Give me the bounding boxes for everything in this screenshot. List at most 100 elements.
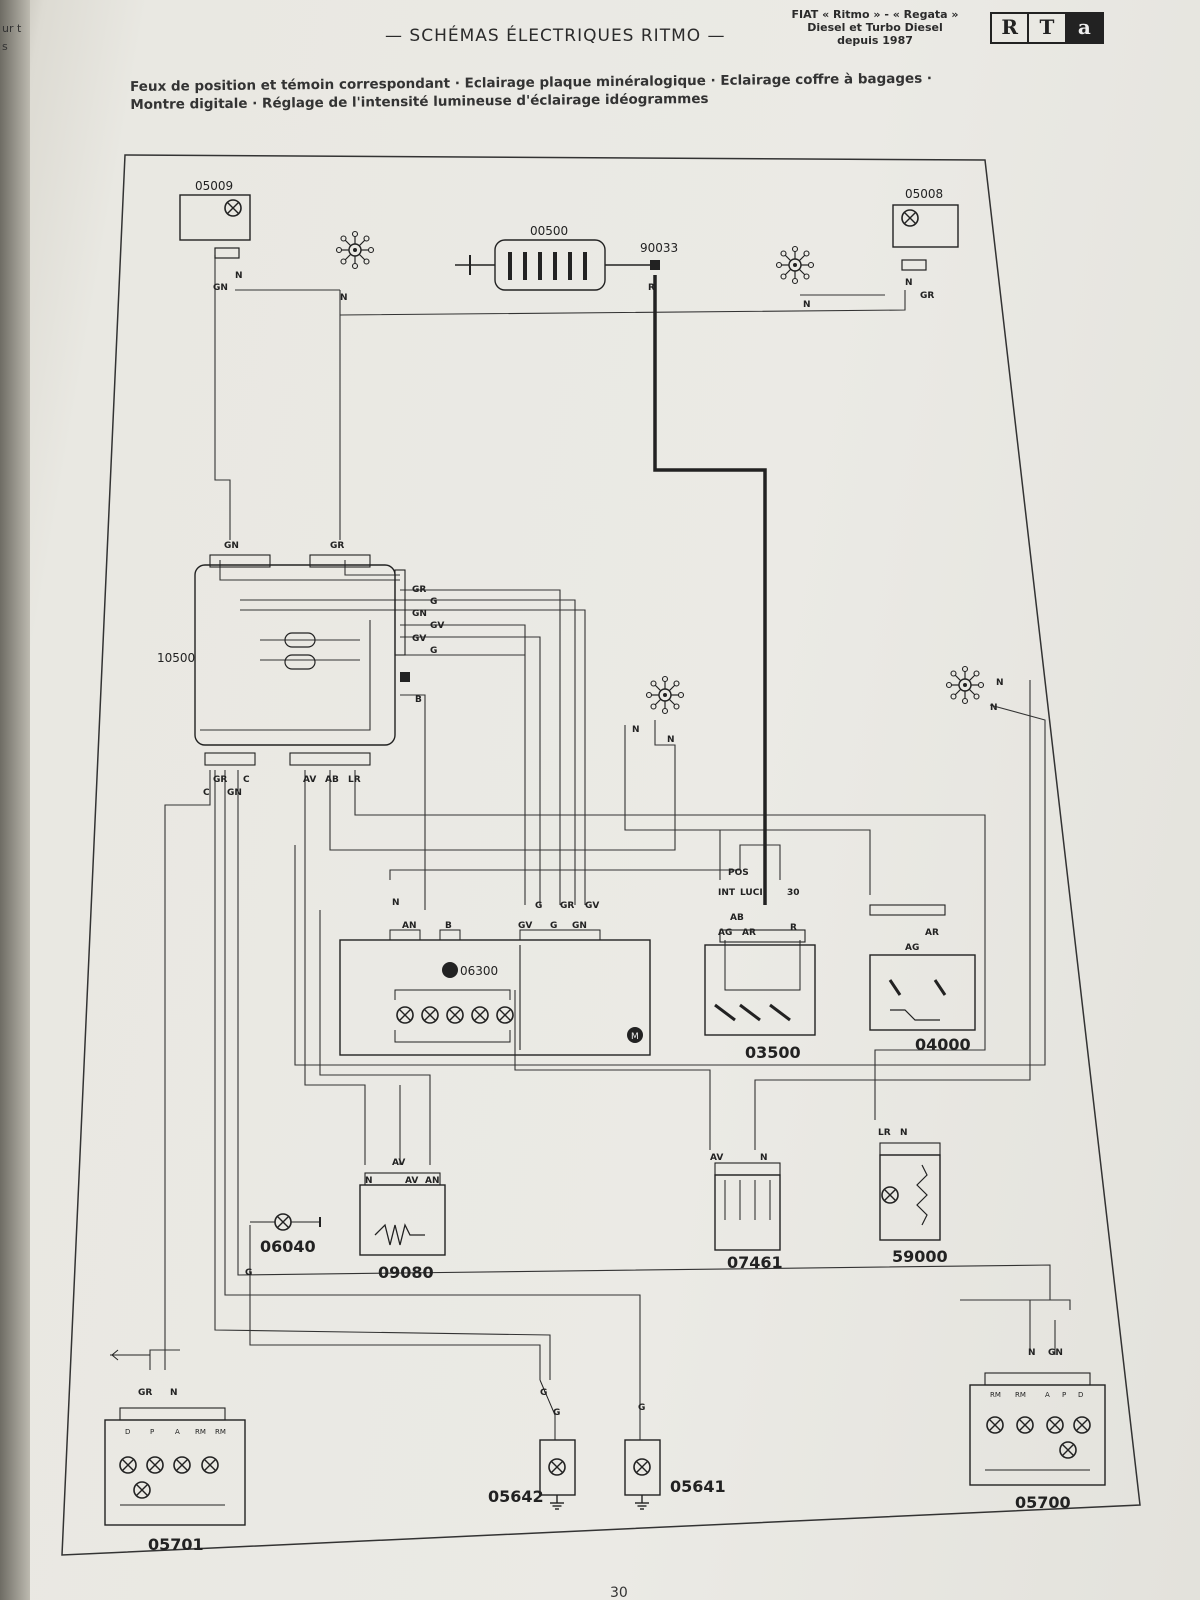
wire-label-n-05009: N xyxy=(235,271,243,281)
component-00500 xyxy=(455,239,660,291)
wire-label-av-07461: AV xyxy=(710,1153,723,1163)
label-90033: 90033 xyxy=(640,241,678,255)
logo-letter-a: a xyxy=(1066,14,1102,42)
logo-letter-t: T xyxy=(1029,14,1067,42)
wire-thick-r xyxy=(653,275,767,905)
component-09080 xyxy=(359,1172,446,1256)
wire-label-an-09080: AN xyxy=(425,1176,440,1186)
wire-label-pos: POS xyxy=(728,868,749,878)
section-title: — SCHÉMAS ÉLECTRIQUES RITMO — xyxy=(385,26,726,46)
wire-label-30: 30 xyxy=(787,888,800,898)
wire-label-g-06300: G xyxy=(535,901,542,911)
wire-label-av-bottom: AV xyxy=(303,775,316,785)
component-10500 xyxy=(194,554,410,766)
pin-label-rm-2: RM xyxy=(215,1428,226,1436)
rta-logo: R T a xyxy=(990,12,1104,44)
wire-label-gr-05701: GR xyxy=(138,1388,152,1398)
wire-label-n-star-right-2: N xyxy=(990,703,998,713)
wire-label-gn-05700: GN xyxy=(1048,1348,1063,1358)
pin-label-rm-3: RM xyxy=(990,1391,1001,1399)
diagram-border xyxy=(61,154,1141,1556)
wire-label-g-out-2: G xyxy=(430,646,437,656)
component-06040 xyxy=(250,1213,321,1231)
pin-label-d-2: D xyxy=(1078,1391,1083,1399)
label-09080: 09080 xyxy=(378,1263,434,1282)
label-06040: 06040 xyxy=(260,1237,316,1256)
wire-label-ag-03500: AG xyxy=(718,928,732,938)
wire-label-n-star-mid-2: N xyxy=(667,735,675,745)
wire-label-gr-out: GR xyxy=(412,585,426,595)
wire-label-r-battery: R xyxy=(648,283,655,293)
vehicle-line-2: Diesel et Turbo Diesel xyxy=(807,21,943,34)
label-05700: 05700 xyxy=(1015,1493,1071,1512)
page-binding-edge: ur t s xyxy=(0,0,30,1600)
label-06300: 06300 xyxy=(460,964,498,978)
component-05700 xyxy=(969,1372,1106,1486)
pin-label-p: P xyxy=(150,1428,154,1436)
wire-label-an-06300: AN xyxy=(402,921,417,931)
wire-label-gn-out: GN xyxy=(412,609,427,619)
edge-text: ur t s xyxy=(2,22,22,53)
wire-label-ar-04000: AR xyxy=(925,928,939,938)
page-number: 30 xyxy=(610,1585,628,1600)
vehicle-line-1: FIAT « Ritmo » - « Regata » xyxy=(791,8,959,21)
label-05641: 05641 xyxy=(670,1477,726,1496)
wire-label-g-06300-2: G xyxy=(550,921,557,931)
wire-label-ab-bottom: AB xyxy=(325,775,339,785)
wire-label-luci: LUCI xyxy=(740,888,763,898)
wire-label-n-59000: N xyxy=(900,1128,908,1138)
pin-label-a-2: A xyxy=(1045,1391,1050,1399)
wire-label-gv-out-2: GV xyxy=(412,634,426,644)
component-05641 xyxy=(624,1385,661,1510)
pin-label-rm-1: RM xyxy=(195,1428,206,1436)
wire-label-gr-10500: GR xyxy=(330,541,344,551)
label-03500: 03500 xyxy=(745,1043,801,1062)
wire-label-gv-06300: GV xyxy=(585,901,599,911)
wire-label-n-star: N xyxy=(340,293,348,303)
wire-label-gn-10500: GN xyxy=(224,541,239,551)
clock-m-label: M xyxy=(631,1032,639,1042)
component-59000 xyxy=(879,1142,941,1241)
wire-label-g-05642-2: G xyxy=(553,1408,560,1418)
wire-label-av-09080-2: AV xyxy=(405,1176,418,1186)
wire-label-int: INT xyxy=(718,888,736,898)
pin-label-a: A xyxy=(175,1428,180,1436)
wire-label-gr-05008: GR xyxy=(920,291,934,301)
pin-label-rm-4: RM xyxy=(1015,1391,1026,1399)
wire-label-gr-06300: GR xyxy=(560,901,574,911)
wire-label-g-out: G xyxy=(430,597,437,607)
label-00500: 00500 xyxy=(530,224,568,238)
wire-label-c-bottom: C xyxy=(243,775,250,785)
component-07461 xyxy=(714,1162,781,1251)
wire-label-n-07461: N xyxy=(760,1153,768,1163)
wire-label-gn-06300: GN xyxy=(572,921,587,931)
wire-label-gn-bottom: GN xyxy=(227,788,242,798)
component-04000 xyxy=(869,904,976,1031)
wire-label-n-06300: N xyxy=(392,898,400,908)
label-05701: 05701 xyxy=(148,1535,204,1554)
wire-label-gr-bottom: GR xyxy=(213,775,227,785)
wire-label-b-out: B xyxy=(415,695,422,705)
ground-point-left xyxy=(645,675,685,715)
component-03500 xyxy=(704,929,816,1036)
logo-letter-r: R xyxy=(992,14,1030,42)
label-05008: 05008 xyxy=(905,187,943,201)
wire-label-gv-06300-2: GV xyxy=(518,921,532,931)
label-05642: 05642 xyxy=(488,1487,544,1506)
wire-label-n-star-mid-1: N xyxy=(632,725,640,735)
wire-label-r-03500: R xyxy=(790,923,797,933)
wire-label-b-06300: B xyxy=(445,921,452,931)
wire-label-n-09080: N xyxy=(365,1176,373,1186)
wire-label-g-05642: G xyxy=(540,1388,547,1398)
wire-label-n-star-right-1: N xyxy=(996,678,1004,688)
label-59000: 59000 xyxy=(892,1247,948,1266)
label-07461: 07461 xyxy=(727,1253,783,1272)
wire-label-n-05700: N xyxy=(1028,1348,1036,1358)
wires xyxy=(149,255,1071,1385)
wire-label-n-star-right: N xyxy=(803,300,811,310)
wire-label-av-09080: AV xyxy=(392,1158,405,1168)
wire-label-ag-04000: AG xyxy=(905,943,919,953)
component-05009 xyxy=(179,194,375,270)
